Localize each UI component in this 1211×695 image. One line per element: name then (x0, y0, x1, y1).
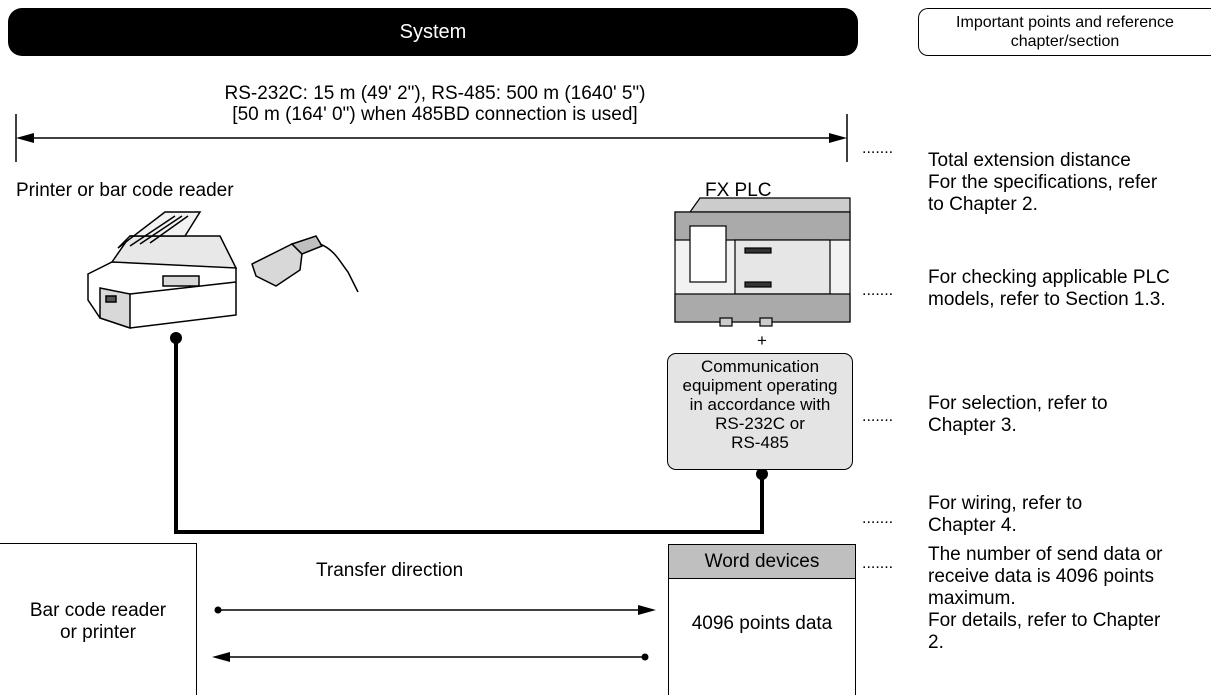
plus-sign: + (757, 331, 767, 350)
device-box-line-1: Bar code reader (0, 600, 196, 622)
dimension-arrow-left (16, 133, 34, 143)
leader-dots: ....... (862, 140, 893, 158)
device-box-line-2: or printer (0, 622, 196, 644)
printer-illustration (88, 212, 236, 328)
note-extension: Total extension distance For the specifi… (928, 150, 1211, 216)
communication-equipment-box: Communication equipment operating in acc… (667, 353, 853, 470)
note-selection: For selection, refer to Chapter 3. (928, 393, 1211, 437)
plc-label: FX PLC (705, 180, 772, 202)
transfer-direction-label: Transfer direction (316, 560, 463, 582)
word-devices-header: Word devices (669, 545, 855, 579)
points-data: 4096 points data (669, 613, 855, 635)
note-plc-models: For checking applicable PLC models, refe… (928, 267, 1211, 311)
printer-label: Printer or bar code reader (16, 180, 234, 202)
leader-dots: ....... (862, 510, 893, 528)
comm-line-4: RS-232C or (668, 414, 852, 433)
leader-dots: ....... (862, 555, 893, 573)
note-data: The number of send data or receive data … (928, 544, 1211, 654)
word-devices-box: Word devices 4096 points data (668, 544, 856, 695)
plc-illustration (675, 198, 850, 326)
device-box: Bar code reader or printer (0, 543, 197, 695)
leader-dots: ....... (862, 408, 893, 426)
leader-dots: ....... (862, 282, 893, 300)
comm-line-3: in accordance with (668, 395, 852, 414)
comm-line-5: RS-485 (668, 433, 852, 452)
dimension-arrow-right (829, 133, 847, 143)
note-wiring: For wiring, refer to Chapter 4. (928, 493, 1211, 537)
barcode-reader-illustration (252, 236, 358, 292)
comm-line-1: Communication (668, 357, 852, 376)
comm-line-2: equipment operating (668, 376, 852, 395)
cable-end-printer (170, 332, 182, 344)
